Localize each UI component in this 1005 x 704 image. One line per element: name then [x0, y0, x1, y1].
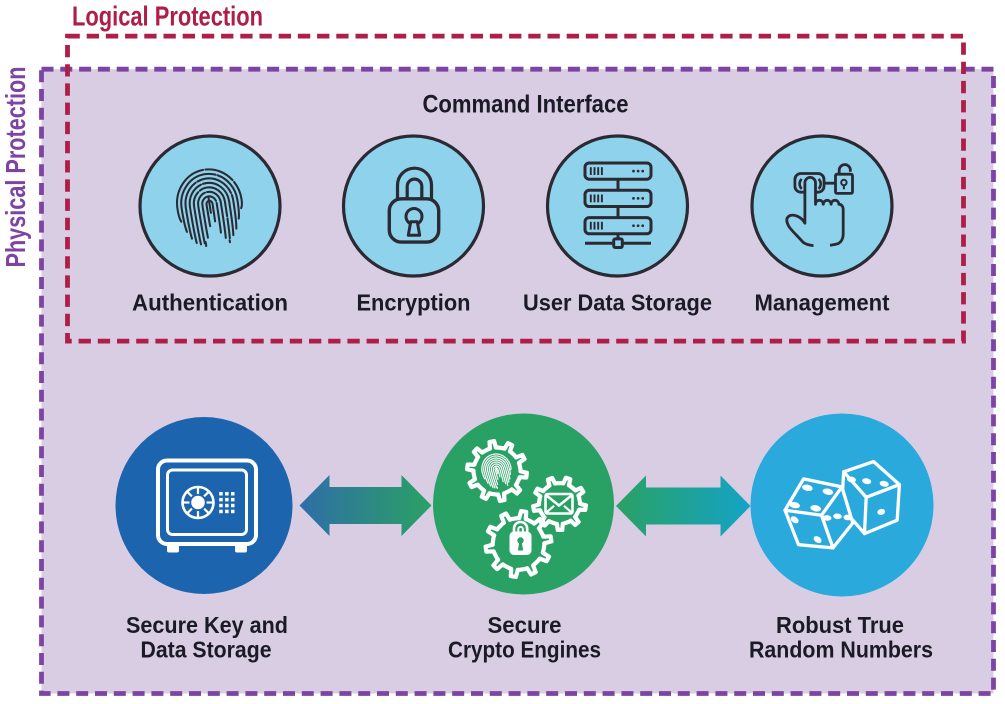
svg-text:Data Storage: Data Storage: [141, 637, 272, 663]
svg-text:Crypto Engines: Crypto Engines: [448, 637, 601, 663]
svg-text:User Data Storage: User Data Storage: [523, 290, 712, 316]
svg-text:Physical Protection: Physical Protection: [0, 67, 31, 268]
svg-text:Secure: Secure: [488, 612, 562, 638]
svg-text:Random Numbers: Random Numbers: [749, 637, 933, 663]
svg-text:Authentication: Authentication: [132, 290, 288, 316]
svg-text:Logical Protection: Logical Protection: [72, 1, 263, 32]
svg-text:Robust True: Robust True: [776, 612, 904, 638]
svg-text:Secure Key and: Secure Key and: [126, 612, 288, 638]
svg-text:Command Interface: Command Interface: [423, 91, 629, 119]
svg-text:Encryption: Encryption: [357, 290, 471, 316]
svg-text:Management: Management: [755, 290, 890, 316]
